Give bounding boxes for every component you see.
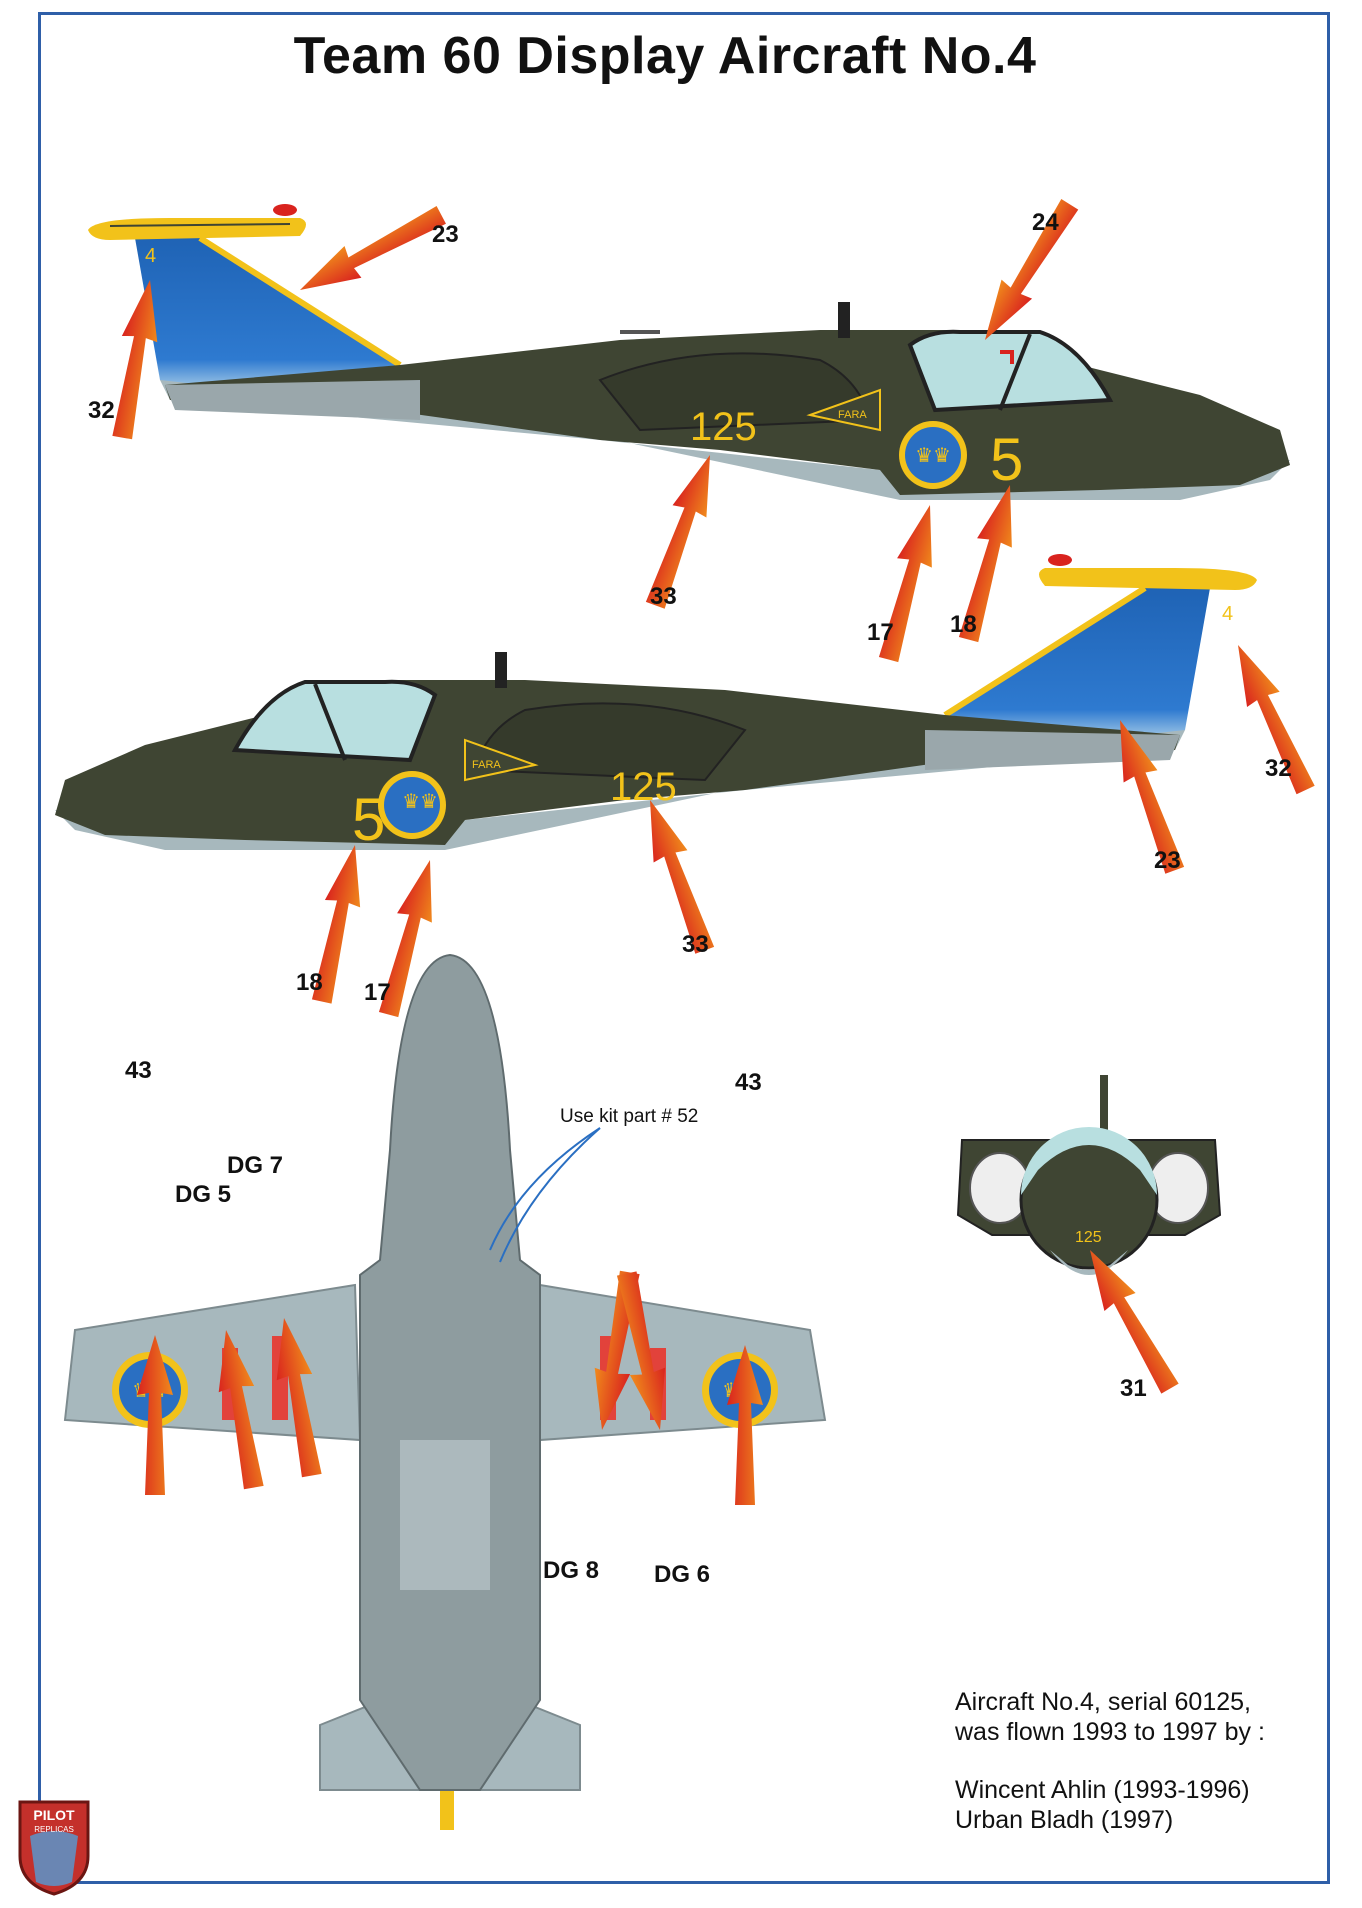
arrow-24: [969, 194, 1086, 350]
plan-wing-left: [63, 1283, 362, 1442]
side-view-left: ♛♛: [88, 204, 1290, 500]
arrow-23-top: [291, 198, 450, 306]
page-title: Team 60 Display Aircraft No.4: [293, 27, 1037, 85]
svg-text:PILOT: PILOT: [33, 1807, 75, 1823]
callout-32-bottom: 32: [1265, 755, 1292, 782]
callout-17-bottom: 17: [364, 979, 391, 1006]
plan-wing-right: [539, 1283, 827, 1442]
callout-23-top: 23: [432, 221, 459, 248]
info-line-1: Aircraft No.4, serial 60125,: [955, 1688, 1251, 1716]
callout-24: 24: [1032, 209, 1059, 236]
callout-43-left: 43: [125, 1057, 152, 1084]
callout-18-bottom: 18: [296, 969, 323, 996]
callout-31: 31: [1120, 1375, 1147, 1402]
callout-33-bottom: 33: [682, 931, 709, 958]
svg-text:♛♛: ♛♛: [915, 443, 951, 467]
fara-badge-bottom: FARA: [464, 738, 539, 782]
svg-text:♛♛: ♛♛: [402, 789, 438, 813]
tail-fin-left-view: [135, 238, 400, 390]
fuselage-code-bottom: 125: [610, 765, 677, 809]
fara-badge-top: FARA: [806, 388, 881, 432]
pilot-replicas-logo: PILOT REPLICAS: [18, 1800, 90, 1896]
plan-view: ♛♛ ♛♛: [63, 953, 827, 1830]
callout-23-bottom: 23: [1154, 847, 1181, 874]
nose-number-top: 5: [990, 426, 1023, 493]
fuselage-code-top: 125: [690, 405, 757, 449]
callout-dg6: DG 6: [654, 1561, 710, 1588]
pilot-1: Wincent Ahlin (1993-1996): [955, 1776, 1250, 1804]
info-line-2: was flown 1993 to 1997 by :: [955, 1718, 1265, 1746]
intake-code: 125: [1075, 1229, 1102, 1246]
svg-text:FARA: FARA: [472, 759, 501, 771]
side-view-right: [55, 554, 1257, 850]
callout-dg5: DG 5: [175, 1181, 231, 1208]
tail-number-bottom: 4: [1222, 603, 1233, 625]
callout-32-top: 32: [88, 397, 115, 424]
roundel-fuselage-left: ♛♛: [899, 421, 967, 489]
callout-dg7: DG 7: [227, 1152, 283, 1179]
roundel-fuselage-right: [378, 771, 446, 839]
callout-dg8: DG 8: [543, 1557, 599, 1584]
svg-text:FARA: FARA: [838, 409, 867, 421]
canopy-left: [907, 329, 1114, 413]
svg-text:REPLICAS: REPLICAS: [34, 1825, 74, 1834]
kit-part-note: Use kit part # 52: [560, 1106, 699, 1127]
tailplane-top: [88, 218, 306, 240]
front-view: [956, 1075, 1222, 1275]
callout-18-top: 18: [950, 611, 977, 638]
tail-number-top: 4: [145, 245, 156, 267]
callout-33-top: 33: [650, 583, 677, 610]
pilot-2: Urban Bladh (1997): [955, 1806, 1174, 1834]
plan-fuselage: [359, 953, 541, 1791]
nose-number-bottom: 5: [352, 786, 385, 853]
callout-17-top: 17: [867, 619, 894, 646]
callout-43-right: 43: [735, 1069, 762, 1096]
